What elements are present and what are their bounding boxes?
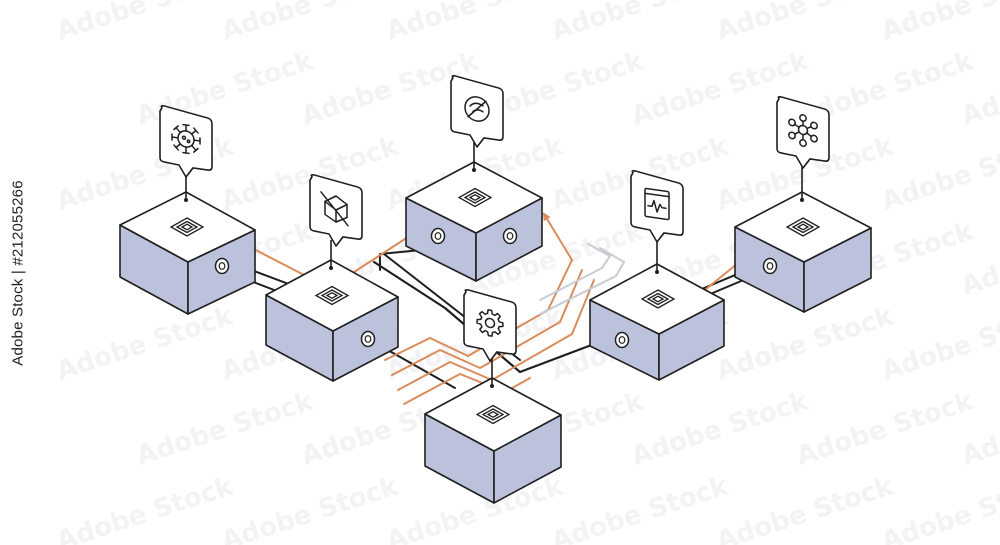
watermark-text: Adobe Stock [218, 0, 403, 47]
watermark-text: Adobe Stock [53, 0, 238, 47]
link-orange [391, 269, 583, 376]
port-icon [502, 227, 518, 245]
data-cube-icon [320, 191, 349, 227]
port-icon [430, 227, 446, 245]
node-card-5 [630, 169, 684, 274]
block-top [734, 191, 872, 263]
chip-icon [785, 217, 821, 237]
link-gray [539, 243, 611, 301]
block-5 [589, 263, 725, 381]
watermark-text: Adobe Stock [793, 386, 978, 471]
card-bubble [450, 74, 504, 148]
card-bubble [630, 169, 684, 243]
watermark-text: Adobe Stock [713, 301, 898, 386]
card-bubble [776, 95, 830, 169]
watermark-text: Adobe Stock [53, 301, 238, 386]
network-hub-icon [788, 114, 818, 147]
watermark-text: Adobe Stock [878, 0, 1000, 47]
watermark-text: Adobe Stock [713, 471, 898, 545]
watermark-text: Adobe Stock [133, 386, 318, 471]
block-3 [405, 161, 543, 282]
card-bubble [159, 104, 213, 178]
node-card-2 [309, 173, 363, 270]
no-signal-icon [464, 96, 490, 122]
chip-icon [169, 217, 205, 237]
node-card-4 [463, 288, 517, 388]
watermark-text: Adobe Stock [878, 301, 1000, 386]
link-gray [539, 247, 625, 315]
block-4 [424, 377, 562, 504]
monitor-waveform-icon [644, 187, 670, 221]
chip-icon [640, 289, 676, 309]
node-card-1 [159, 104, 213, 202]
block-top [265, 259, 399, 332]
gear-icon [476, 309, 504, 337]
chip-icon [314, 285, 350, 306]
port-icon [614, 331, 630, 349]
node-card-6 [776, 95, 830, 202]
watermark-text: Adobe Stock [218, 471, 403, 545]
side-watermark: Adobe Stock | #212055266 [8, 0, 28, 545]
chip-icon [475, 404, 511, 425]
virus-icon [171, 123, 201, 155]
card-bubble [463, 288, 517, 362]
block-1 [119, 191, 256, 315]
block-top [405, 161, 543, 234]
block-top [589, 263, 725, 335]
port-icon [360, 330, 376, 348]
side-watermark-text: Adobe Stock | #212055266 [9, 179, 27, 366]
block-top [119, 191, 256, 263]
watermark-text: Adobe Stock [383, 0, 568, 47]
watermark-text: Adobe Stock [628, 386, 813, 471]
watermark-text: Adobe Stock [878, 471, 1000, 545]
block-2 [265, 259, 399, 382]
block-top [424, 377, 562, 452]
watermark-text: Adobe Stock [713, 0, 898, 47]
chip-icon [457, 187, 493, 208]
block-6 [734, 191, 872, 313]
port-icon [214, 257, 230, 275]
watermark-text: Adobe Stock [548, 471, 733, 545]
watermark-text: Adobe Stock [878, 131, 1000, 216]
port-icon [762, 257, 778, 275]
watermark-text: Adobe Stock [548, 0, 733, 47]
node-card-3 [450, 74, 504, 172]
watermark-text: Adobe Stock [53, 471, 238, 545]
